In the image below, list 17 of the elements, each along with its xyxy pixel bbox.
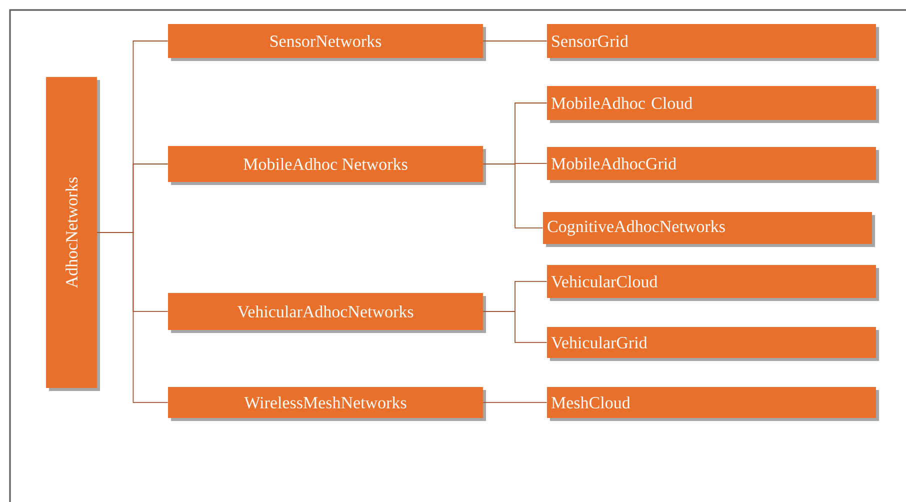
category-box: SensorNetworks xyxy=(168,24,486,61)
leaf-box: CognitiveAdhocNetworks xyxy=(543,212,875,247)
category-box: MobileAdhoc Networks xyxy=(168,146,486,185)
category-box: VehicularAdhocNetworks xyxy=(168,292,486,333)
connector-line xyxy=(96,232,168,403)
leaf-box: MobileAdhocGrid xyxy=(547,146,879,183)
leaf-box: VehicularGrid xyxy=(547,327,879,361)
leaf-box: MeshCloud xyxy=(547,386,879,421)
connector-line xyxy=(482,164,544,228)
connector-line xyxy=(482,402,548,403)
leaf-box: VehicularCloud xyxy=(547,265,879,301)
connector-line xyxy=(482,40,548,42)
category-box: WirelessMeshNetworks xyxy=(168,386,486,421)
root-box: AdhocNetworks xyxy=(46,77,100,391)
leaf-box: MobileAdhoc Cloud xyxy=(547,86,879,123)
connector-line xyxy=(482,311,548,343)
leaf-box: SensorGrid xyxy=(547,24,879,61)
